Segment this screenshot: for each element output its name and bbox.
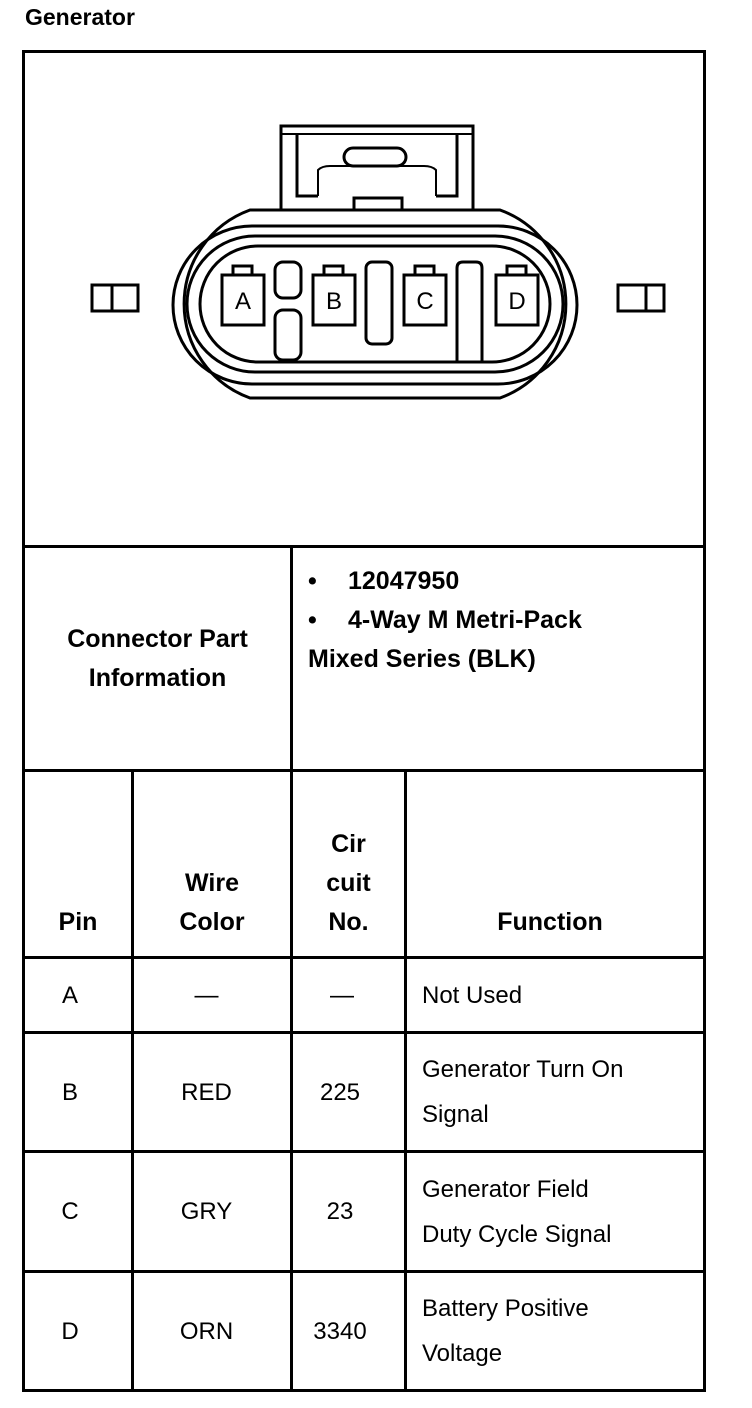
divider xyxy=(22,1150,706,1153)
connector-table-frame xyxy=(22,50,706,1392)
pin-cavity-b xyxy=(311,273,357,327)
pin-label-c: C xyxy=(416,288,433,315)
row-a-pin: A xyxy=(61,981,78,1009)
row-b-circuit: 225 xyxy=(319,1078,361,1106)
connector-latch xyxy=(279,124,475,212)
row-d-wire: ORN xyxy=(179,1317,234,1345)
row-c-pin: C xyxy=(61,1198,79,1225)
row-c-circuit: 23 xyxy=(326,1198,354,1225)
part-number: 12047950 xyxy=(348,567,460,595)
part-description-cont: Mixed Series (BLK) xyxy=(308,645,536,673)
row-c-wire: GRY xyxy=(180,1198,233,1225)
list-item: • 4-Way M Metri-Pack xyxy=(308,601,582,640)
part-info-label-cell: Connector Part Information xyxy=(25,548,290,769)
row-b-pin: B xyxy=(61,1078,78,1106)
pin-cavity-a xyxy=(220,273,266,327)
header-pin: Pin xyxy=(58,908,98,936)
side-tab-left xyxy=(90,283,140,313)
row-a-wire: — xyxy=(194,981,219,1009)
connector-housing xyxy=(182,208,568,400)
connector-diagram: A B C D xyxy=(90,124,666,400)
divider xyxy=(22,1031,706,1034)
page-title: Generator xyxy=(25,4,135,30)
pin-label-b: B xyxy=(326,288,342,315)
divider xyxy=(290,545,293,1392)
row-d-pin: D xyxy=(61,1317,79,1345)
list-item: • 12047950 xyxy=(308,562,582,601)
bullet: • xyxy=(308,567,317,595)
row-a-function: Not Used xyxy=(422,981,523,1009)
divider xyxy=(131,769,134,1392)
part-info-list: • 12047950 • 4-Way M Metri-Pack Mixed Se… xyxy=(308,562,582,679)
pin-label-d: D xyxy=(508,288,525,315)
row-b-wire: RED xyxy=(181,1078,232,1106)
header-function: Function xyxy=(497,908,603,936)
side-tab-right xyxy=(616,283,666,313)
pin-label-a: A xyxy=(235,288,251,315)
divider xyxy=(22,956,706,959)
pin-cavity-d xyxy=(494,273,540,327)
bullet: • xyxy=(308,606,317,634)
divider xyxy=(404,769,407,1392)
divider xyxy=(22,769,706,772)
divider xyxy=(22,545,706,548)
row-a-circuit: — xyxy=(330,981,354,1009)
divider xyxy=(22,1270,706,1273)
part-info-label: Connector Part Information xyxy=(67,624,248,692)
row-d-circuit: 3340 xyxy=(313,1317,367,1345)
part-description: 4-Way M Metri-Pack xyxy=(348,606,582,634)
latch-slot xyxy=(342,146,408,168)
pin-cavity-c xyxy=(402,273,448,327)
